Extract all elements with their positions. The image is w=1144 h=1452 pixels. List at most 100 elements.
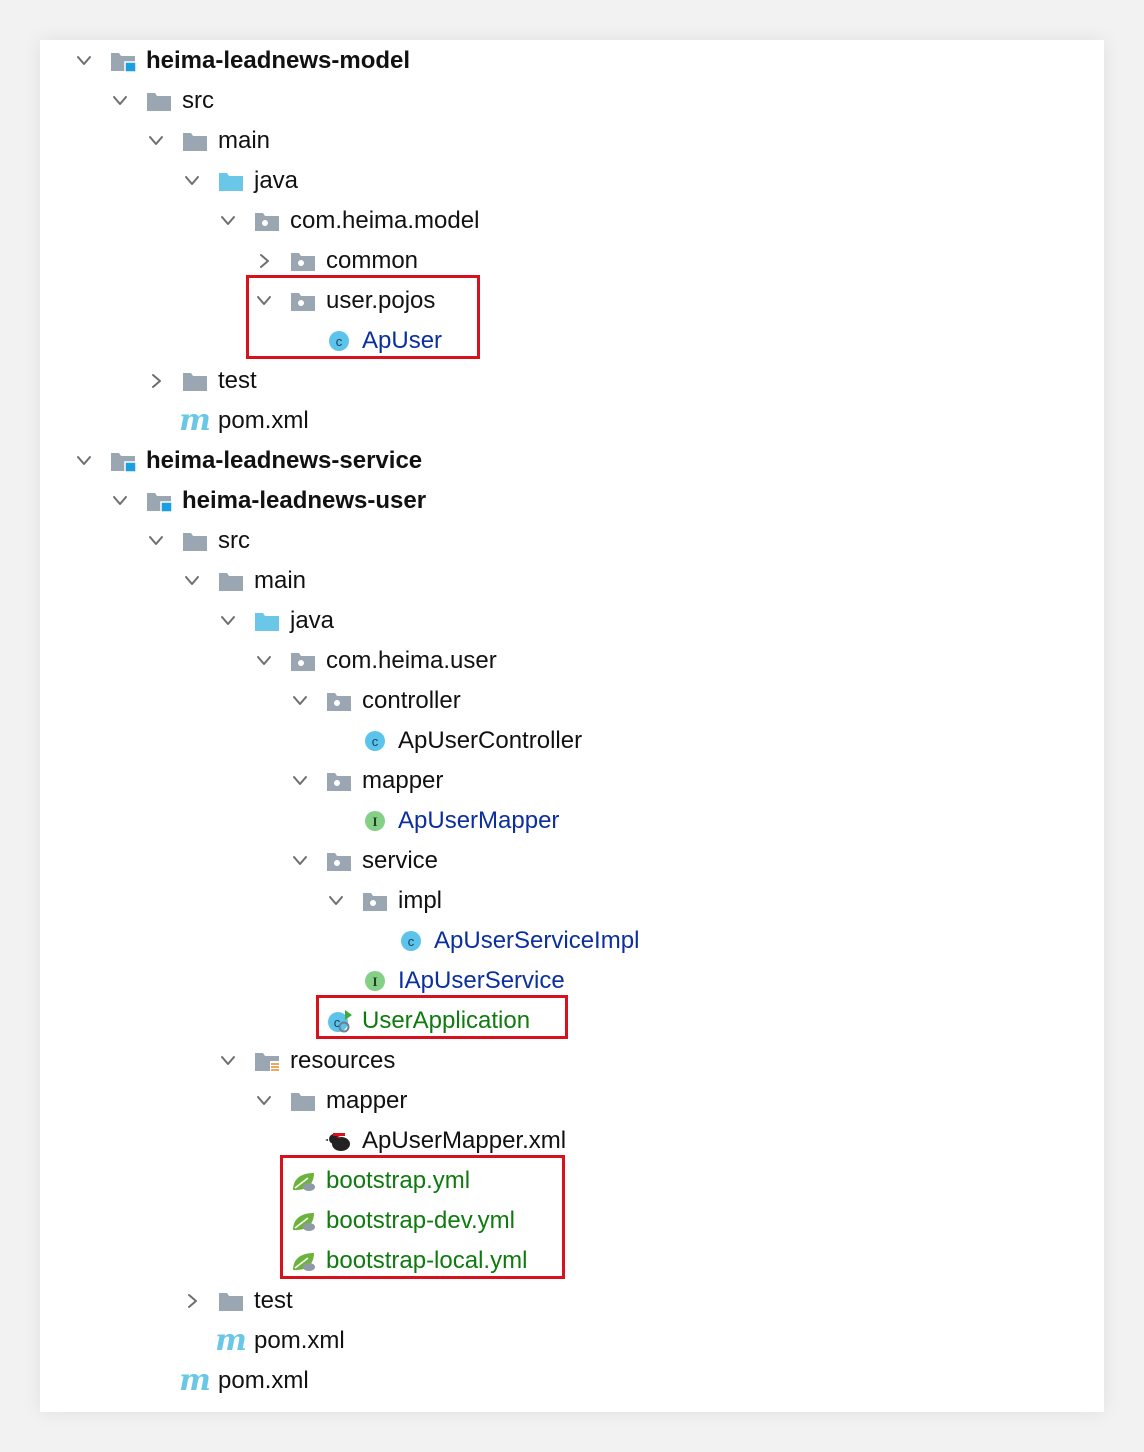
chevron-down-icon[interactable] (292, 853, 308, 869)
tree-row[interactable]: src (40, 81, 1104, 121)
tree-row[interactable]: ApUserMapper.xml (40, 1121, 1104, 1161)
tree-item-label: bootstrap.yml (326, 1167, 471, 1194)
tree-row[interactable]: java (40, 161, 1104, 201)
svg-text:c: c (334, 1015, 341, 1030)
svg-text:m: m (179, 403, 211, 438)
tree-row[interactable]: test (40, 361, 1104, 401)
tree-row[interactable]: resources (40, 1041, 1104, 1081)
maven-icon: m (179, 403, 211, 438)
tree-row[interactable]: c ApUserController (40, 721, 1104, 761)
tree-row[interactable]: mapper (40, 761, 1104, 801)
tree-row[interactable]: test (40, 1281, 1104, 1321)
chevron-right-icon[interactable] (184, 1293, 200, 1309)
interface-icon: I (362, 970, 388, 992)
chevron-down-icon[interactable] (148, 133, 164, 149)
tree-item-label: bootstrap-dev.yml (326, 1207, 515, 1234)
svg-text:I: I (372, 814, 377, 829)
chevron-down-icon[interactable] (112, 93, 128, 109)
chevron-down-icon[interactable] (256, 293, 272, 309)
chevron-right-icon[interactable] (148, 373, 164, 389)
chevron-down-icon[interactable] (292, 693, 308, 709)
svg-text:I: I (372, 974, 377, 989)
tree-item-label: ApUserMapper.xml (362, 1127, 567, 1154)
class-icon: c (326, 330, 352, 352)
chevron-down-icon[interactable] (76, 453, 92, 469)
tree-row[interactable]: mapper (40, 1081, 1104, 1121)
spring-config-icon (290, 1210, 316, 1232)
tree-row[interactable]: c ApUserServiceImpl (40, 921, 1104, 961)
tree-row[interactable]: c UserApplication (40, 1001, 1104, 1041)
maven-icon: m (215, 1323, 247, 1358)
source-folder-icon (218, 170, 244, 192)
tree-row[interactable]: com.heima.model (40, 201, 1104, 241)
tree-row[interactable]: c ApUser (40, 321, 1104, 361)
tree-row[interactable]: controller (40, 681, 1104, 721)
chevron-down-icon[interactable] (256, 653, 272, 669)
tree-item-label: resources (290, 1047, 396, 1074)
folder-icon (182, 530, 208, 552)
chevron-down-icon[interactable] (256, 1093, 272, 1109)
tree-row[interactable]: bootstrap-local.yml (40, 1241, 1104, 1281)
tree-item-label: UserApplication (362, 1007, 531, 1034)
tree-item-label: main (218, 127, 271, 154)
svg-text:m: m (215, 1323, 247, 1358)
tree-row[interactable]: I IApUserService (40, 961, 1104, 1001)
chevron-down-icon[interactable] (148, 533, 164, 549)
chevron-down-icon[interactable] (76, 53, 92, 69)
tree-item-label: common (326, 247, 419, 274)
package-icon (290, 650, 316, 672)
tree-row[interactable]: main (40, 121, 1104, 161)
chevron-down-icon[interactable] (220, 613, 236, 629)
tree-item-label: ApUserController (398, 727, 583, 754)
tree-item-label: controller (362, 687, 461, 714)
class-icon: c (362, 730, 388, 752)
tree-row[interactable]: bootstrap.yml (40, 1161, 1104, 1201)
tree-item-label: mapper (326, 1087, 408, 1114)
tree-item-label: heima-leadnews-model (146, 47, 411, 74)
tree-row[interactable]: heima-leadnews-user (40, 481, 1104, 521)
tree-row[interactable]: common (40, 241, 1104, 281)
tree-row[interactable]: heima-leadnews-model (40, 41, 1104, 81)
tree-row[interactable]: com.heima.user (40, 641, 1104, 681)
tree-row[interactable]: user.pojos (40, 281, 1104, 321)
tree-item-label: main (254, 567, 307, 594)
chevron-down-icon[interactable] (184, 573, 200, 589)
chevron-down-icon[interactable] (220, 1053, 236, 1069)
tree-row[interactable]: service (40, 841, 1104, 881)
chevron-down-icon[interactable] (292, 773, 308, 789)
chevron-down-icon[interactable] (112, 493, 128, 509)
svg-text:c: c (372, 734, 379, 749)
tree-row[interactable]: java (40, 601, 1104, 641)
tree-row[interactable]: heima-leadnews-service (40, 441, 1104, 481)
chevron-right-icon[interactable] (256, 253, 272, 269)
tree-item-label: IApUserService (398, 967, 565, 994)
chevron-down-icon[interactable] (328, 893, 344, 909)
chevron-down-icon[interactable] (220, 213, 236, 229)
tree-row[interactable]: impl (40, 881, 1104, 921)
resources-folder-icon (254, 1050, 280, 1072)
module-folder-icon (110, 50, 137, 73)
tree-item-label: ApUserServiceImpl (434, 927, 640, 954)
tree-row[interactable]: main (40, 561, 1104, 601)
tree-item-label: heima-leadnews-user (182, 487, 427, 514)
highlight-box (246, 275, 480, 359)
tree-item-label: com.heima.model (290, 207, 480, 234)
tree-item-label: ApUser (362, 327, 443, 354)
chevron-down-icon[interactable] (184, 173, 200, 189)
tree-item-label: pom.xml (218, 1367, 309, 1394)
tree-item-label: java (290, 607, 335, 634)
tree-row[interactable]: bootstrap-dev.yml (40, 1201, 1104, 1241)
tree-item-label: bootstrap-local.yml (326, 1247, 528, 1274)
module-folder-icon (110, 450, 137, 473)
tree-item-label: src (218, 527, 250, 554)
package-icon (326, 770, 352, 792)
package-icon (254, 210, 280, 232)
svg-text:c: c (408, 934, 415, 949)
tree-item-label: java (254, 167, 299, 194)
highlight-box (280, 1155, 565, 1279)
tree-row[interactable]: src (40, 521, 1104, 561)
